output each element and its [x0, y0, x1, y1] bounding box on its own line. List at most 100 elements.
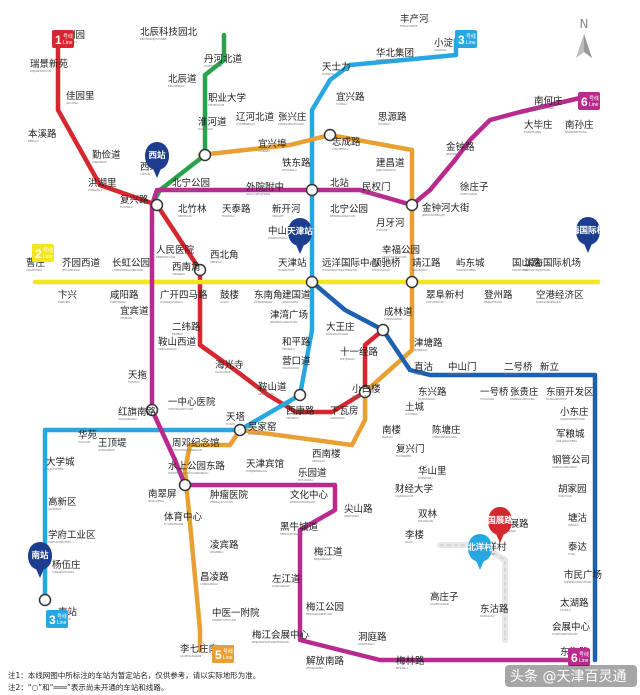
location-pin-icon: [145, 142, 169, 170]
station-label: 李楼: [405, 529, 425, 541]
pin-binhai: 滨海国际机场: [562, 217, 614, 253]
station-label-en: ANSHANXIDAO: [158, 347, 177, 351]
line-1-path: [55, 32, 386, 415]
station-label: 小淀: [434, 37, 454, 49]
station-label-en: ZHONGSHANMEN: [448, 372, 470, 376]
station-label-en: MEILINLU: [396, 666, 408, 670]
station-label-en: CAIJINGDAXUE: [395, 494, 414, 498]
station-label-en: GUOSHANLU: [512, 268, 528, 272]
station-label-en: XINGFUGONGYUAN: [382, 255, 406, 259]
station-label-en: ANSHANDAO: [258, 392, 274, 396]
badge-text-en: Line 5: [223, 655, 237, 661]
station-label: 北辰道: [168, 73, 197, 85]
station-label-en: JINTANGLU: [413, 348, 427, 352]
badge-number: 6: [581, 95, 588, 109]
station-label-en: HUABEIJITUAN: [376, 58, 394, 62]
station-label-en: TIANSHILI: [322, 72, 334, 76]
station-label: 梅江公园: [306, 601, 344, 613]
station-label: 宜兴路: [336, 91, 365, 103]
station-label: 本溪路: [28, 128, 57, 140]
station-label: 双林: [418, 508, 438, 520]
pin-tip: [34, 564, 46, 578]
station-label-en: DENGZHOULU: [484, 300, 502, 304]
station-label: 复兴门: [396, 443, 425, 455]
pin-guozhanlu: 国展路: [487, 507, 513, 543]
station-label: 洪湖里: [88, 177, 117, 189]
station-label-en: QINJIANDAO: [92, 160, 107, 164]
station-label-en: XINANLOU: [312, 459, 325, 463]
pin-label: 滨海国际机场: [562, 225, 614, 236]
station-label-en: SIYUANLU: [378, 122, 391, 126]
station-label: 陈塘庄: [432, 424, 461, 436]
station-label: 咸阳路: [110, 289, 139, 301]
station-label: 铁东路: [282, 157, 311, 169]
station-label-en: WUJIAYAO: [248, 432, 260, 436]
station-label: 丰产河: [400, 13, 429, 25]
interchange-marker: [193, 263, 207, 277]
station-label-en: HUASHANLI: [418, 476, 433, 480]
station-label: 昌凌路: [200, 571, 229, 583]
station-label: 宜宾道: [120, 305, 149, 317]
station-label: 营口道: [282, 355, 311, 367]
location-pin-icon: [488, 507, 512, 535]
station-label-en: XIZHAN: [140, 172, 150, 176]
station-label: 西南楼: [312, 448, 341, 460]
station-label-en: JIANGUODAO: [281, 300, 298, 304]
station-label: 一中心医院: [168, 396, 216, 408]
badge-number: 6: [571, 651, 578, 665]
station-label: 天拖: [128, 369, 148, 381]
station-label: 洞庭路: [358, 631, 387, 643]
station-label: 财经大学: [395, 483, 433, 495]
station-label: 空港经济区: [536, 289, 584, 301]
station-label: 人民医院: [156, 244, 195, 256]
station-label-en: HUAIHEDAO: [198, 127, 213, 131]
station-labels: 刘园LIUYUAN瑞景新苑RUIJINGXINYUAN佳园里JIAYUANLI本…: [26, 13, 602, 670]
station-label: 翠阜新村: [426, 289, 465, 301]
station-label: 大毕庄: [524, 119, 553, 131]
line-6-path: [149, 95, 583, 663]
station-label: 学府工业区: [48, 529, 96, 541]
station-label-en: TANGGU: [568, 523, 579, 527]
station-label-en: HUAYUAN: [78, 440, 90, 444]
station-label: 东兴路: [418, 386, 447, 398]
station-label-en: CHENGLINDAO: [384, 317, 403, 321]
pin-label: 天津站: [287, 226, 313, 237]
station-label-en: CUIFUXINCUN: [426, 300, 443, 304]
station-label: 成林道: [384, 306, 413, 318]
pin-nanzhan: 南站: [28, 542, 52, 578]
station-label: 肿瘤医院: [210, 489, 249, 501]
metro-lines: [32, 32, 601, 663]
station-label-en: ZHICHENGLU: [332, 147, 349, 151]
station-label: 勤俭道: [92, 149, 121, 161]
station-label-en: HAIGUANGSI: [215, 370, 231, 374]
station-label-en: TIANTUO: [128, 380, 139, 384]
station-label-en: JIEFANGNANLU: [305, 666, 324, 670]
station-label: 远洋国际中心: [322, 257, 380, 269]
station-label-en: YUDONGCHENG: [456, 268, 476, 272]
station-label-en: YIBINDAO: [120, 316, 132, 320]
station-label: 土城: [405, 401, 425, 413]
station-label-en: XIKANGLU: [286, 416, 299, 420]
station-label-en: JIANSHANLU: [343, 514, 359, 518]
interchange-marker: [323, 128, 337, 142]
station-label-en: ZHIGU: [414, 372, 422, 376]
station-label: 梅林路: [396, 655, 425, 667]
interchange-marker: [293, 388, 307, 402]
station-label-en: JIEYUANXIDAO: [61, 268, 80, 272]
station-label: 天津站: [278, 257, 307, 269]
badge-number: 5: [215, 648, 222, 662]
badge-number: 3: [49, 613, 56, 627]
station-label: 国山路: [512, 257, 541, 269]
badge-text-en: Line 1: [63, 40, 77, 46]
station-label: 西南角: [172, 261, 201, 273]
station-label-en: BEICHENDAO: [168, 84, 185, 88]
station-label: 职业大学: [208, 92, 246, 104]
station-label-en: JUNLIANGCHENG: [555, 439, 577, 443]
notes: 注1：本线网图中所标注的车站为暂定站名，仅供参考，请以实际地形为准。 注2：“○…: [8, 670, 260, 692]
station-label: 广开四马路: [160, 289, 208, 301]
station-label-en: TIANTA: [226, 422, 235, 426]
